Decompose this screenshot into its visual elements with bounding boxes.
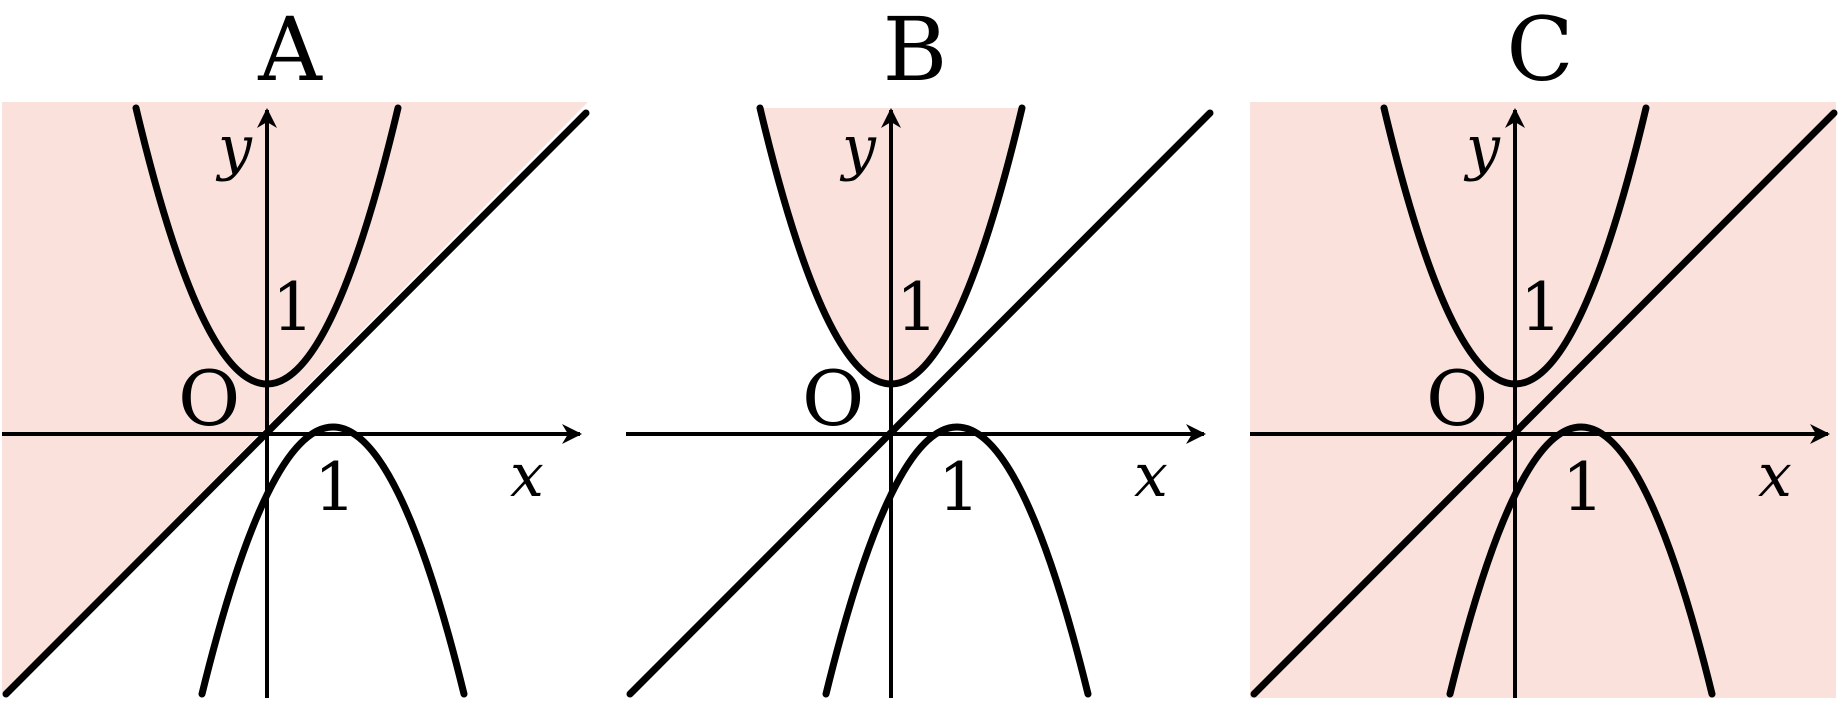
panel-a-x-label: x [510,441,544,511]
panel-b-x-tick-label: 1 [938,449,980,526]
panel-c-upper-parabola [1380,104,1650,388]
panel-b-upper-parabola [756,104,1026,388]
panel-a-origin-label: O [178,354,240,443]
panel-a-x-tick-label: 1 [314,449,356,526]
panel-a-y-label: y [215,113,253,183]
panel-a-upper-parabola [132,104,402,388]
panel-c-lower-parabola [1446,423,1716,698]
panel-b-y-tick-label: 1 [896,269,938,346]
panel-b-lower-parabola [822,423,1092,698]
panel-a-lower-parabola [198,423,468,698]
panel-c-y-tick-label: 1 [1520,269,1562,346]
panel-a-line [2,109,590,698]
panel-c: C y x O 1 1 [1250,0,1838,698]
panel-c-title: C [1506,0,1573,101]
panel-c-y-label: y [1463,113,1501,183]
panel-a-y-tick-label: 1 [272,269,314,346]
panel-b: B y x O 1 1 [626,0,1214,698]
panel-b-line [626,109,1214,698]
panel-c-x-tick-label: 1 [1562,449,1604,526]
panel-b-title: B [883,0,948,101]
panel-b-y-label: y [839,113,877,183]
panel-c-origin-label: O [1426,354,1488,443]
panel-a-shaded-region [2,102,588,694]
panel-b-x-label: x [1134,441,1168,511]
panel-c-line [1250,109,1838,698]
panel-b-origin-label: O [802,354,864,443]
panel-a: A y x O 1 1 [2,0,590,698]
panel-c-x-label: x [1758,441,1792,511]
panel-a-title: A [257,0,323,101]
